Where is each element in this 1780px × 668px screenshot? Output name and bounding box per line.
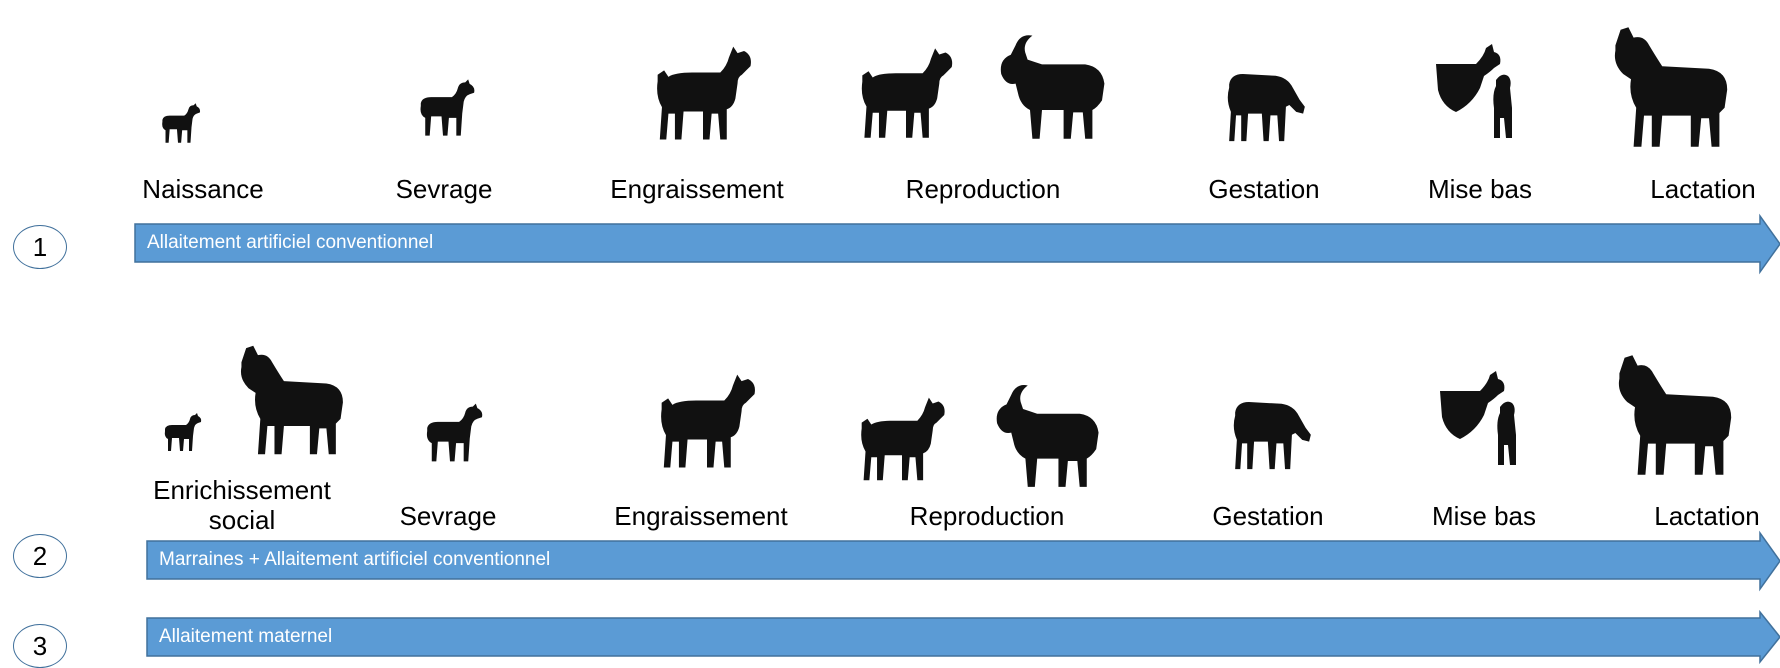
kid-goat-icon [402, 396, 498, 472]
buck-goat-icon [978, 26, 1130, 146]
goat-icon [232, 340, 350, 460]
kid-goat-icon [152, 408, 208, 458]
stage-label-gestation: Gestation [1212, 501, 1324, 531]
kid-goat-icon [152, 98, 204, 150]
nursing-goat-icon [1432, 38, 1532, 146]
row-badge-2: 2 [13, 534, 67, 578]
stage-label-reproduction: Reproduction [905, 174, 1061, 204]
stage-label-engraissement: Engraissement [610, 174, 784, 204]
stage-label-sevrage: Sevrage [395, 174, 493, 204]
stage-label-naissance: Naissance [142, 174, 264, 204]
stage-label-mise-bas: Mise bas [1431, 501, 1537, 531]
arrow-label-2: Marraines + Allaitement artificiel conve… [159, 549, 551, 570]
goat-icon [840, 390, 964, 486]
nursing-goat-icon [1436, 364, 1536, 474]
stage-label-gestation: Gestation [1208, 174, 1320, 204]
kid-goat-icon [395, 72, 491, 146]
row-badge-3: 3 [13, 624, 67, 668]
row-badge-1: 1 [13, 225, 67, 269]
stage-label-engraissement: Engraissement [614, 501, 788, 531]
goat-icon [642, 366, 772, 474]
stage-label-enrichissement-social: Enrichissement social [153, 475, 331, 535]
stage-label-lactation: Lactation [1654, 501, 1760, 531]
arrow-label-3: Allaitement maternel [159, 626, 333, 647]
timeline-arrow-1: Allaitement artificiel conventionnel [134, 213, 1780, 275]
stage-label-sevrage: Sevrage [399, 501, 497, 531]
arrow-label-1: Allaitement artificiel conventionnel [147, 232, 434, 253]
goat-icon [1604, 350, 1744, 480]
stage-label-reproduction: Reproduction [909, 501, 1065, 531]
grazing-goat-icon [1208, 390, 1338, 476]
timeline-arrow-3: Allaitement maternel [146, 609, 1780, 665]
timeline-arrow-2: Marraines + Allaitement artificiel conve… [146, 530, 1780, 592]
goat-icon [842, 40, 970, 144]
stage-label-lactation: Lactation [1650, 174, 1756, 204]
stage-label-mise-bas: Mise bas [1427, 174, 1533, 204]
grazing-goat-icon [1202, 62, 1332, 148]
buck-goat-icon [974, 376, 1124, 494]
goat-icon [638, 38, 768, 146]
goat-icon [1600, 22, 1740, 152]
